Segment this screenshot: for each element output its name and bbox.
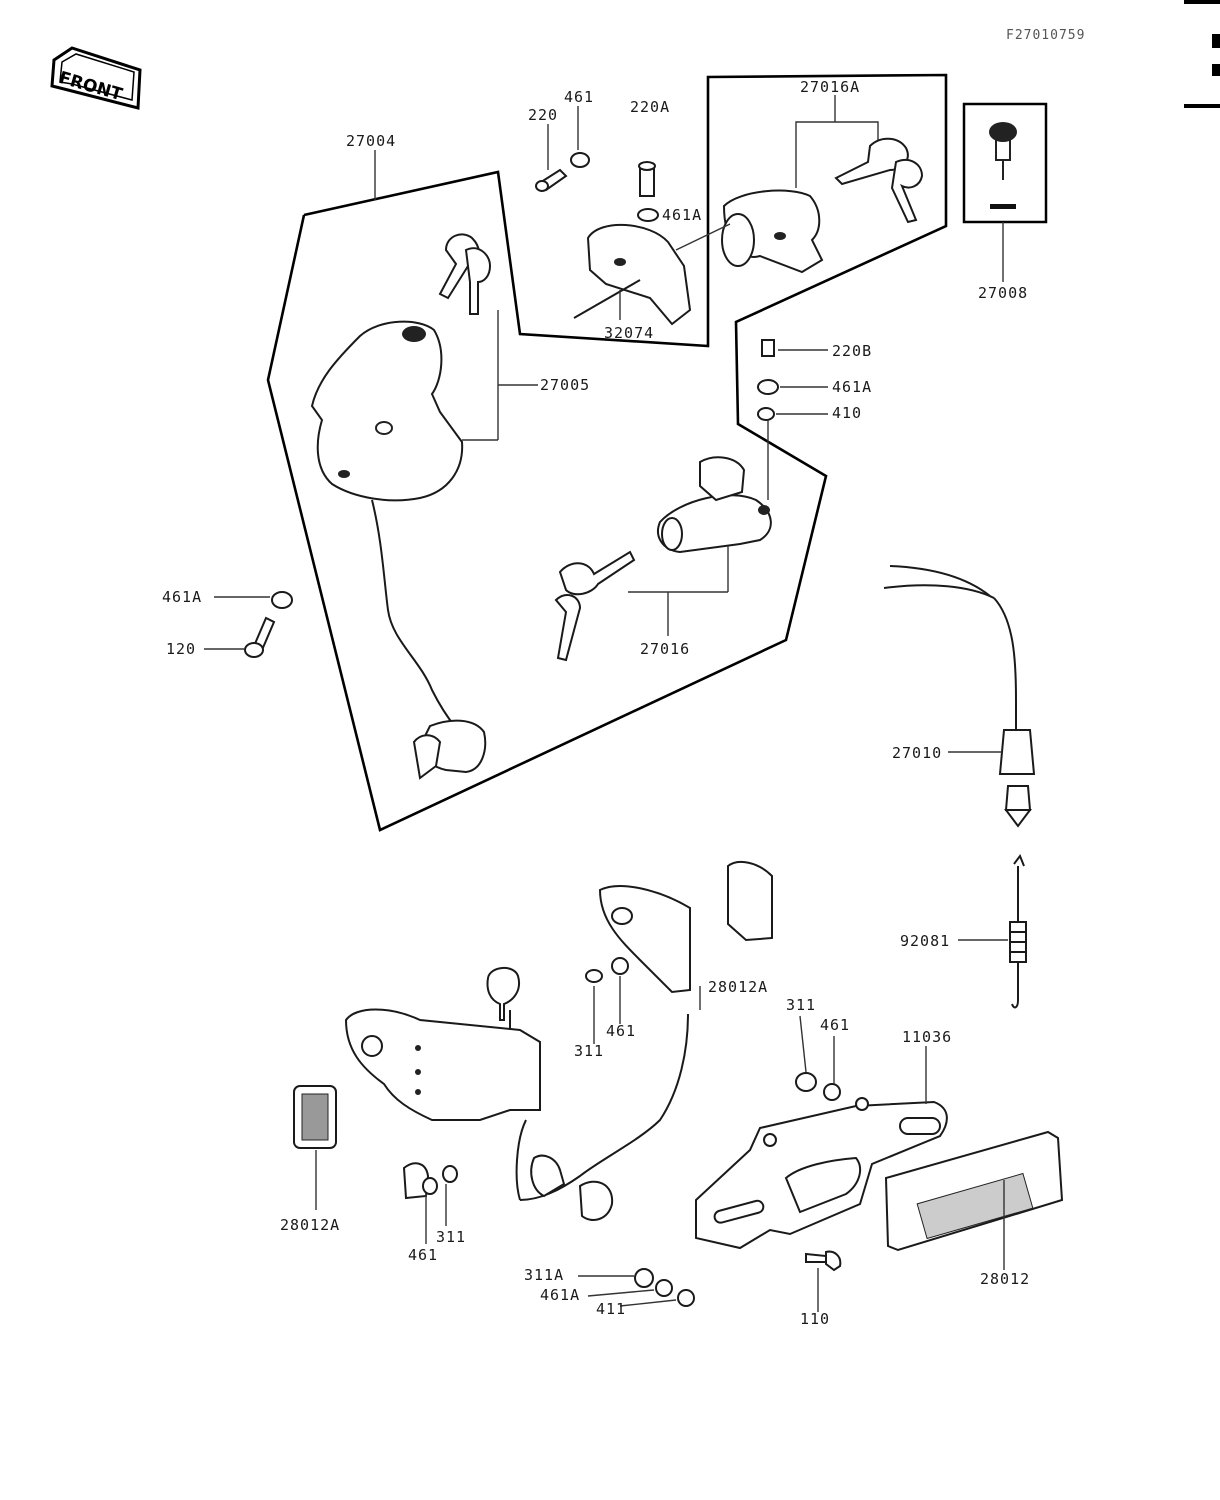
key-card-27008: [962, 102, 1048, 282]
label-461A-low: 461A: [540, 1286, 581, 1304]
bolt-icon-120: [204, 591, 293, 658]
reference-code: F27010759: [1006, 28, 1086, 43]
label-32074: 32074: [604, 324, 655, 342]
label-28012A-mid: 28012A: [708, 978, 769, 996]
seat-lock-icon: [573, 223, 692, 326]
spring-icon: [958, 853, 1027, 1009]
key-icon: [834, 137, 924, 224]
label-311-low: 311: [436, 1228, 467, 1246]
nut-icon: [402, 1162, 458, 1244]
label-220: 220: [528, 106, 559, 124]
label-220A: 220A: [630, 98, 671, 116]
label-410: 410: [832, 404, 863, 422]
label-27016: 27016: [640, 640, 691, 658]
reflector-icon: [293, 1085, 337, 1210]
helmet-lock-icon: [675, 189, 824, 274]
label-28012A-left: 28012A: [280, 1216, 341, 1234]
bolt-icon-110: [805, 1250, 842, 1312]
fuel-lock-icon: [554, 456, 772, 662]
label-27010: 27010: [892, 744, 943, 762]
license-bracket-icon: [695, 1046, 948, 1250]
label-411: 411: [596, 1300, 627, 1318]
key-icon-ignition: [438, 233, 538, 441]
corner-crop-mark-bottom: [1184, 104, 1220, 108]
cable-icon: [883, 565, 1036, 828]
ignition-switch-icon: [310, 320, 487, 780]
washer-icon-461: [585, 957, 629, 1044]
corner-crop-square-2: [1212, 64, 1220, 76]
label-461-mid: 461: [606, 1022, 637, 1040]
bolt-icon-220A: [637, 161, 659, 222]
label-461A-left: 461A: [162, 588, 203, 606]
label-27008: 27008: [978, 284, 1029, 302]
license-light-icon: [884, 1130, 1064, 1270]
label-461-right: 461: [820, 1016, 851, 1034]
label-461-top: 461: [564, 88, 595, 106]
ignition-group-frame: [266, 73, 948, 832]
front-arrow-icon: [50, 46, 142, 110]
label-461A-top: 461A: [662, 206, 703, 224]
label-92081: 92081: [900, 932, 951, 950]
washer-icon: [757, 339, 828, 500]
label-461-low: 461: [408, 1246, 439, 1264]
label-27005: 27005: [540, 376, 591, 394]
label-311A: 311A: [524, 1266, 565, 1284]
label-461A-mid: 461A: [832, 378, 873, 396]
label-120: 120: [166, 640, 197, 658]
nut-icon-lower: [578, 1268, 695, 1307]
bracket-icon: [598, 860, 773, 1010]
corner-crop-mark-top: [1184, 0, 1220, 4]
lock-rod-icon: [515, 1013, 689, 1221]
label-28012: 28012: [980, 1270, 1031, 1288]
label-311-right: 311: [786, 996, 817, 1014]
label-311-mid: 311: [574, 1042, 605, 1060]
corner-crop-square-1: [1212, 34, 1220, 48]
bolt-icon: [535, 106, 590, 192]
seat-latch-icon: [344, 967, 541, 1121]
label-220B: 220B: [832, 342, 873, 360]
label-11036: 11036: [902, 1028, 953, 1046]
label-27016A: 27016A: [800, 78, 861, 96]
label-110: 110: [800, 1310, 831, 1328]
label-27004: 27004: [346, 132, 397, 150]
nut-icon-right: [795, 1015, 841, 1101]
